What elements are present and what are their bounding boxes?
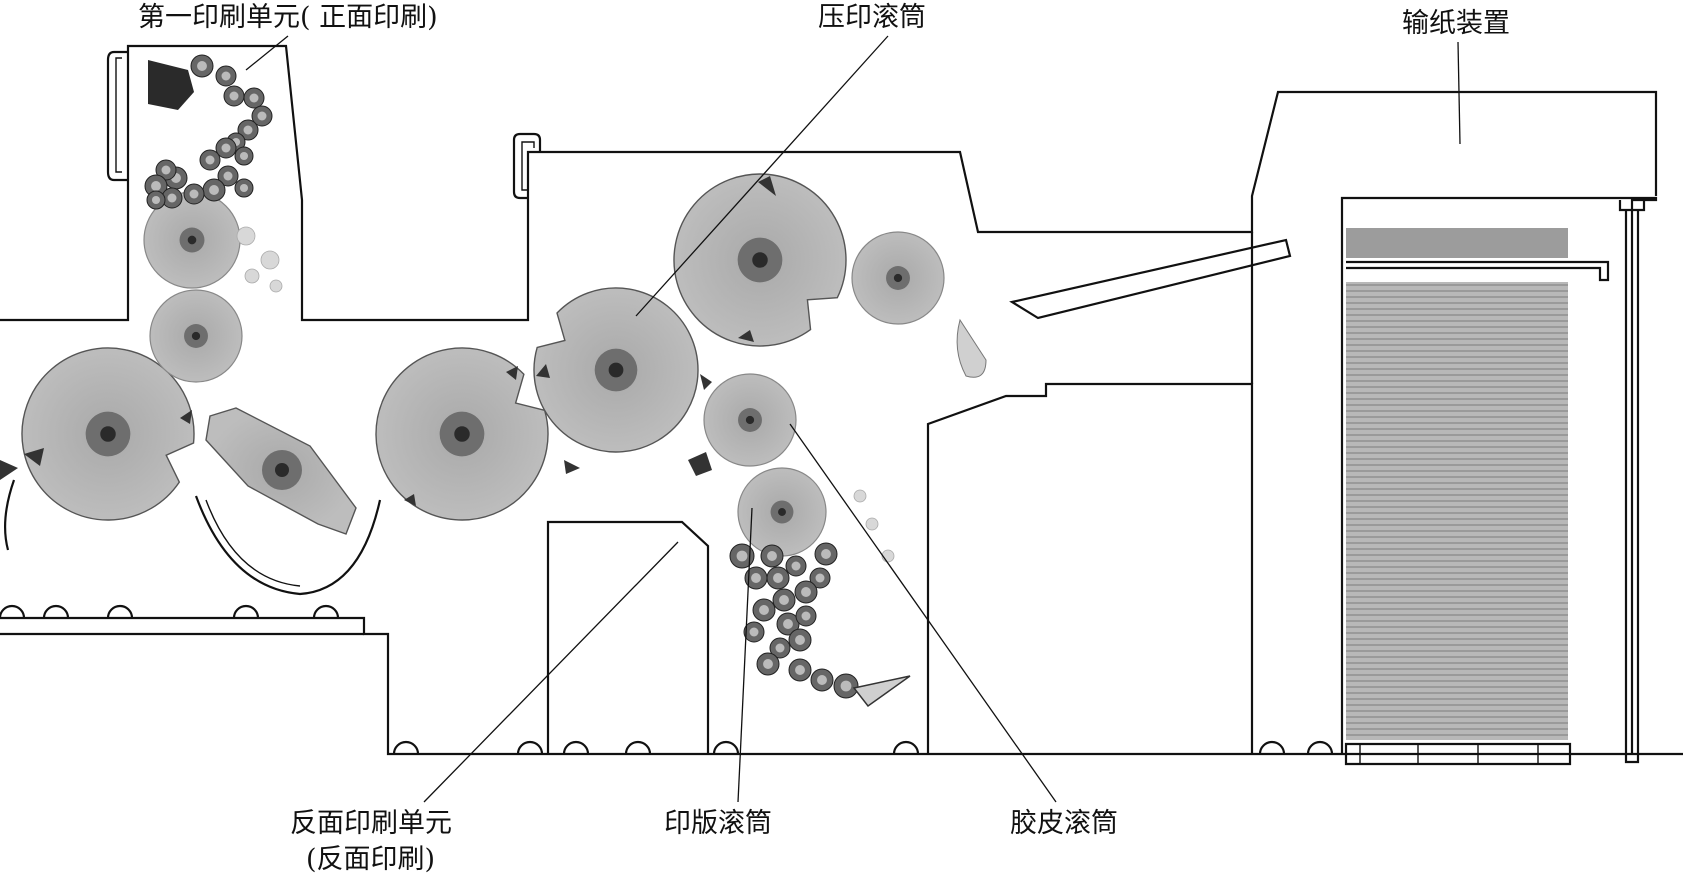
conveyor-roller [712, 740, 740, 755]
blanket-cylinder-top [143, 191, 241, 289]
cylinders [21, 173, 945, 557]
leader-lines [245, 35, 1461, 803]
delivery-guide [852, 675, 911, 708]
water-roller [853, 489, 867, 503]
impression-cylinder [533, 287, 699, 453]
water-roller [881, 549, 895, 563]
swing-gripper [205, 407, 357, 535]
conveyor-rollers [0, 604, 1334, 755]
water-roller [244, 268, 260, 284]
conveyor-roller [892, 740, 920, 755]
impression-cylinder-top [149, 289, 243, 383]
conveyor-roller [392, 740, 420, 755]
sheet-guides [4, 479, 382, 596]
transfer-cylinder-left [21, 347, 195, 521]
inking-train-bottom [729, 542, 859, 699]
conveyor-roller [106, 604, 134, 619]
paper-stack [1346, 228, 1568, 258]
water-roller [269, 279, 283, 293]
conveyor-roller [624, 740, 652, 755]
inking-rollers [144, 54, 895, 699]
label-plate-cylinder: 印版滚筒 [664, 808, 772, 839]
conveyor-roller [42, 604, 70, 619]
plate-cylinder-upper [673, 173, 847, 347]
conveyor-roller [0, 604, 26, 619]
gripper-marks [0, 176, 776, 506]
plate-cylinder [737, 467, 827, 557]
paper-pile [1346, 282, 1568, 740]
conveyor-roller [1258, 740, 1286, 755]
label-impression-cylinder: 压印滚筒 [818, 2, 926, 33]
water-roller [260, 250, 280, 270]
water-roller [865, 517, 879, 531]
transfer-cylinder-mid [375, 347, 549, 521]
conveyor-roller [562, 740, 590, 755]
label-first-unit: 第一印刷单元( 正面印刷) [138, 2, 438, 33]
conveyor-roller [312, 604, 340, 619]
feed-drum [851, 231, 945, 325]
conveyor-roller [516, 740, 544, 755]
conveyor-roller [1306, 740, 1334, 755]
conveyor-roller [232, 604, 260, 619]
water-roller [236, 226, 256, 246]
label-feeder: 输纸装置 [1402, 8, 1510, 39]
inking-train-top [144, 54, 273, 210]
label-reverse-unit: 反面印刷单元 [290, 808, 452, 839]
label-blanket-cylinder: 胶皮滚筒 [1010, 808, 1118, 839]
machine-frame [0, 44, 1683, 766]
ink-fountain-top [148, 60, 194, 110]
label-reverse-unit-sub: (反面印刷) [306, 844, 436, 875]
blanket-cylinder [703, 373, 797, 467]
feeder-sucker [956, 318, 987, 378]
